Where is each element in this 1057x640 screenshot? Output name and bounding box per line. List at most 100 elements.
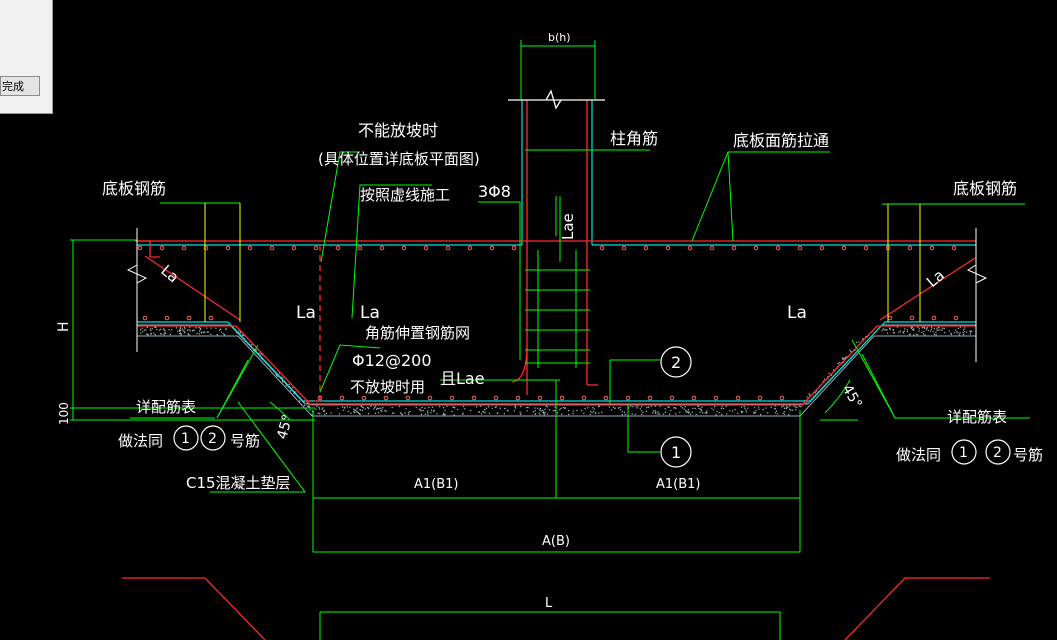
rebar-dot xyxy=(621,245,627,251)
rebar-dot xyxy=(159,245,165,251)
speckle-dot xyxy=(744,407,746,409)
speckle-dot xyxy=(775,410,778,412)
speckle-dot xyxy=(151,328,153,330)
speckle-dot xyxy=(583,412,585,415)
speckle-dot xyxy=(163,329,165,331)
speckle-dot xyxy=(314,408,317,410)
speckle-dot xyxy=(526,410,528,412)
speckle-dot xyxy=(652,412,654,414)
speckle-dot xyxy=(564,407,567,409)
speckle-dot xyxy=(720,407,723,410)
label-slab-rebar-right: 底板钢筋 xyxy=(953,179,1017,198)
speckle-dot xyxy=(903,330,906,332)
speckle-dot xyxy=(422,409,424,412)
speckle-dot xyxy=(715,414,717,416)
speckle-dot xyxy=(344,407,346,409)
speckle-dot xyxy=(206,327,208,329)
complete-button[interactable]: 完成 xyxy=(0,76,40,96)
speckle-dot xyxy=(788,414,790,416)
speckle-dot xyxy=(428,406,430,409)
speckle-dot xyxy=(220,331,223,334)
speckle-dot xyxy=(538,412,540,414)
speckle-dot xyxy=(664,408,666,410)
speckle-dot xyxy=(488,412,491,415)
speckle-dot xyxy=(695,413,697,416)
label-circle-2: 2 xyxy=(671,353,681,372)
speckle-dot xyxy=(544,408,546,411)
speckle-dot xyxy=(285,385,287,387)
speckle-dot xyxy=(519,405,522,408)
speckle-dot xyxy=(617,407,620,409)
speckle-dot xyxy=(443,412,445,414)
speckle-dot xyxy=(652,410,655,412)
speckle-dot xyxy=(686,411,689,413)
speckle-dot xyxy=(504,407,506,410)
speckle-dot xyxy=(548,408,551,411)
speckle-dot xyxy=(849,349,851,351)
speckle-dot xyxy=(782,412,785,414)
speckle-dot xyxy=(635,405,637,407)
speckle-dot xyxy=(552,410,555,412)
speckle-dot xyxy=(453,414,455,416)
speckle-dot xyxy=(601,411,603,414)
speckle-dot xyxy=(215,327,217,329)
speckle-dot xyxy=(407,413,410,416)
rebar-dot xyxy=(489,245,495,251)
speckle-dot xyxy=(543,414,545,416)
rebar-dot xyxy=(164,315,170,321)
speckle-dot xyxy=(374,406,376,409)
speckle-dot xyxy=(925,328,928,331)
speckle-dot xyxy=(702,412,704,414)
speckle-dot xyxy=(683,408,685,410)
speckle-dot xyxy=(461,413,464,416)
speckle-dot xyxy=(572,412,574,415)
speckle-dot xyxy=(668,406,670,409)
speckle-dot xyxy=(679,411,681,413)
label-corner-mesh: 角筋伸置钢筋网 xyxy=(365,324,470,342)
rebar-dot xyxy=(335,245,341,251)
rebar-dot xyxy=(625,395,631,401)
speckle-dot xyxy=(889,328,891,331)
speckle-dot xyxy=(783,410,786,413)
speckle-dot xyxy=(721,413,723,416)
speckle-dot xyxy=(788,408,791,411)
speckle-dot xyxy=(164,332,167,334)
rebar-dot xyxy=(339,395,345,401)
speckle-dot xyxy=(806,402,808,404)
speckle-dot xyxy=(241,334,244,336)
speckle-dot xyxy=(341,406,344,408)
speckle-dot xyxy=(539,409,541,411)
speckle-dot xyxy=(443,414,445,416)
speckle-dot xyxy=(699,411,701,413)
speckle-dot xyxy=(906,329,909,331)
rebar-dot xyxy=(379,245,385,251)
speckle-dot xyxy=(372,408,375,410)
speckle-dot xyxy=(380,410,382,412)
speckle-dot xyxy=(637,405,639,407)
label-column-corner: 柱角筋 xyxy=(610,129,658,148)
speckle-dot xyxy=(950,332,952,334)
speckle-dot xyxy=(734,409,736,411)
label-no-slope-1: 不能放坡时 xyxy=(358,121,438,140)
speckle-dot xyxy=(770,406,772,409)
speckle-dot xyxy=(862,338,864,340)
speckle-dot xyxy=(140,332,142,334)
speckle-dot xyxy=(318,408,321,410)
rebar-dot xyxy=(357,245,363,251)
speckle-dot xyxy=(657,411,659,413)
speckle-dot xyxy=(684,406,686,408)
speckle-dot xyxy=(694,407,696,410)
speckle-dot xyxy=(325,412,328,415)
speckle-dot xyxy=(210,327,212,329)
speckle-dot xyxy=(936,329,938,331)
speckle-dot xyxy=(667,406,669,408)
speckle-dot xyxy=(337,407,339,410)
rebar-dot xyxy=(797,245,803,251)
speckle-dot xyxy=(306,402,308,404)
speckle-dot xyxy=(688,412,690,414)
speckle-dot xyxy=(782,405,784,407)
label-bar-no-right: 号筋 xyxy=(1013,446,1043,464)
speckle-dot xyxy=(560,407,562,410)
speckle-dot xyxy=(307,405,309,408)
